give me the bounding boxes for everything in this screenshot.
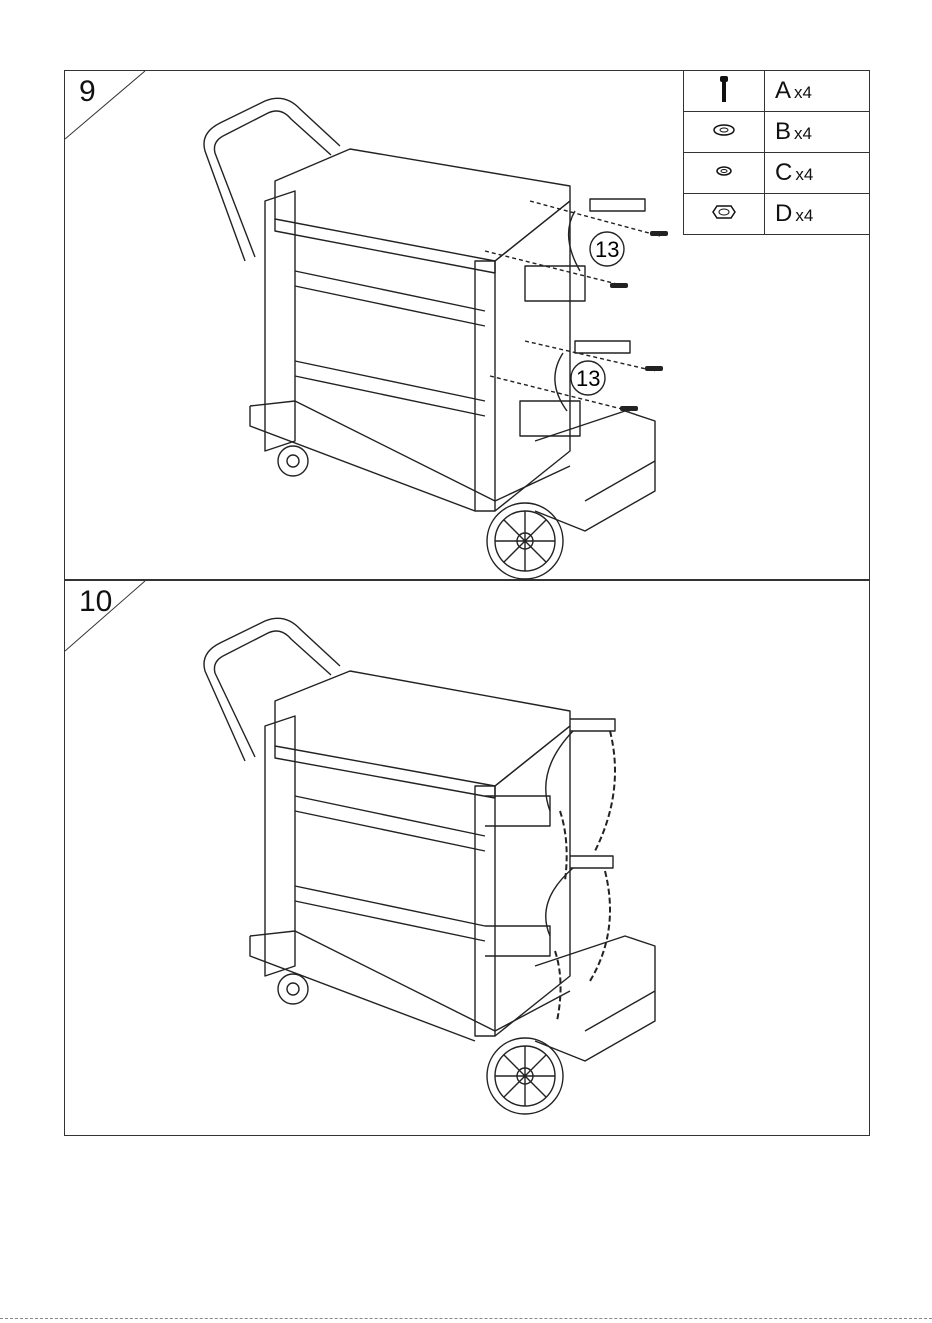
legend-letter: B xyxy=(775,118,791,145)
legend-qty: x4 xyxy=(795,165,813,184)
callout-upper-bracket: 13 xyxy=(595,237,619,262)
legend-letter: C xyxy=(775,159,792,186)
legend-letter: D xyxy=(775,200,792,227)
nut-icon xyxy=(684,194,765,235)
legend-qty: x4 xyxy=(794,83,812,102)
legend-letter: A xyxy=(775,77,791,104)
legend-qty: x4 xyxy=(794,124,812,143)
page-edge-line xyxy=(0,1318,932,1319)
callout-lower-bracket: 13 xyxy=(576,366,600,391)
spring-washer-icon xyxy=(684,153,765,194)
screw-icon xyxy=(684,71,765,112)
step-10-panel: 10 xyxy=(64,580,870,1136)
washer-icon xyxy=(684,112,765,153)
legend-qty: x4 xyxy=(795,206,813,225)
cart-assembly-illustration-step-10 xyxy=(65,581,871,1137)
